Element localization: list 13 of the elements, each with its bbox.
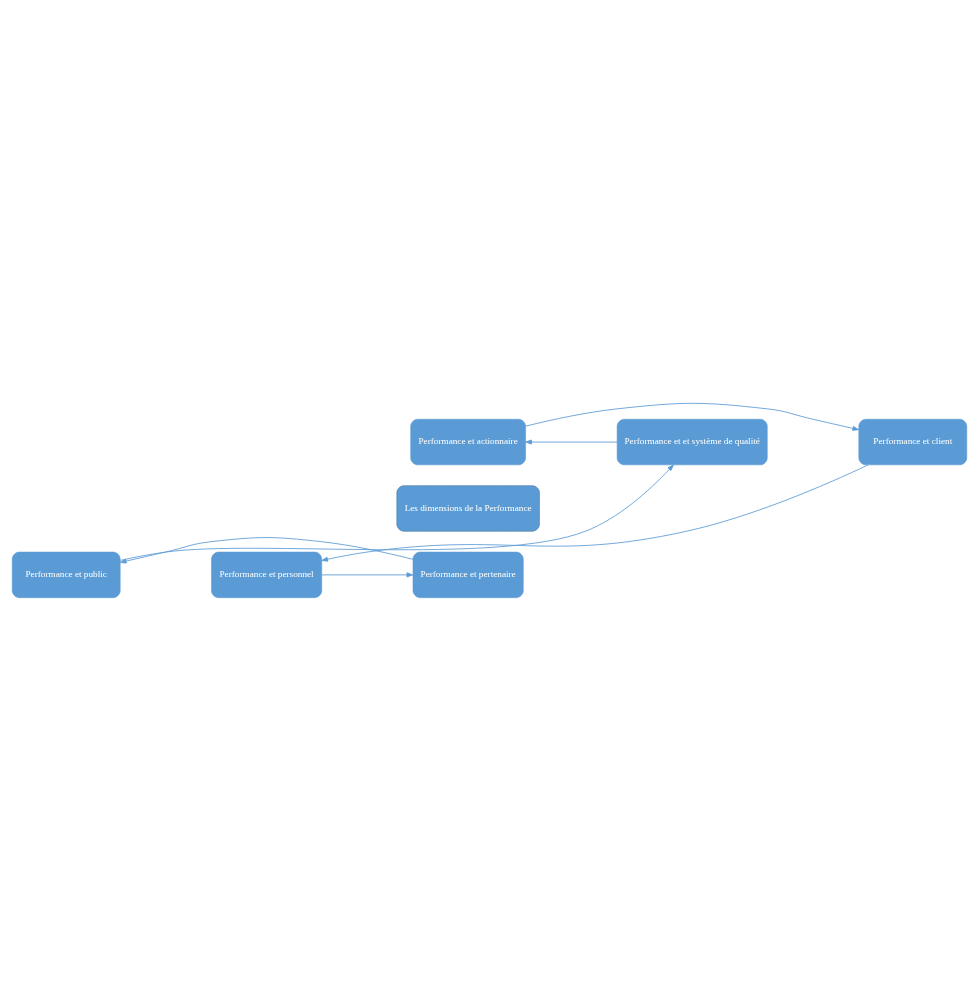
- arrow: [525, 439, 618, 445]
- node-box: Performance et client: [858, 418, 968, 466]
- node-box: Performance et actionnaire: [410, 418, 526, 466]
- node-box: Performance et et système de qualité: [616, 418, 768, 466]
- arrow: [119, 464, 674, 561]
- node-box: Performance et pertenaire: [412, 551, 524, 598]
- node-box: Les dimensions de la Performance: [396, 485, 540, 532]
- arrow: [321, 572, 414, 578]
- arrow: [119, 537, 414, 564]
- node-box: Performance et personnel: [211, 551, 323, 598]
- arrow: [525, 402, 860, 431]
- node-box: Performance et public: [11, 551, 121, 598]
- arrow: [321, 464, 869, 562]
